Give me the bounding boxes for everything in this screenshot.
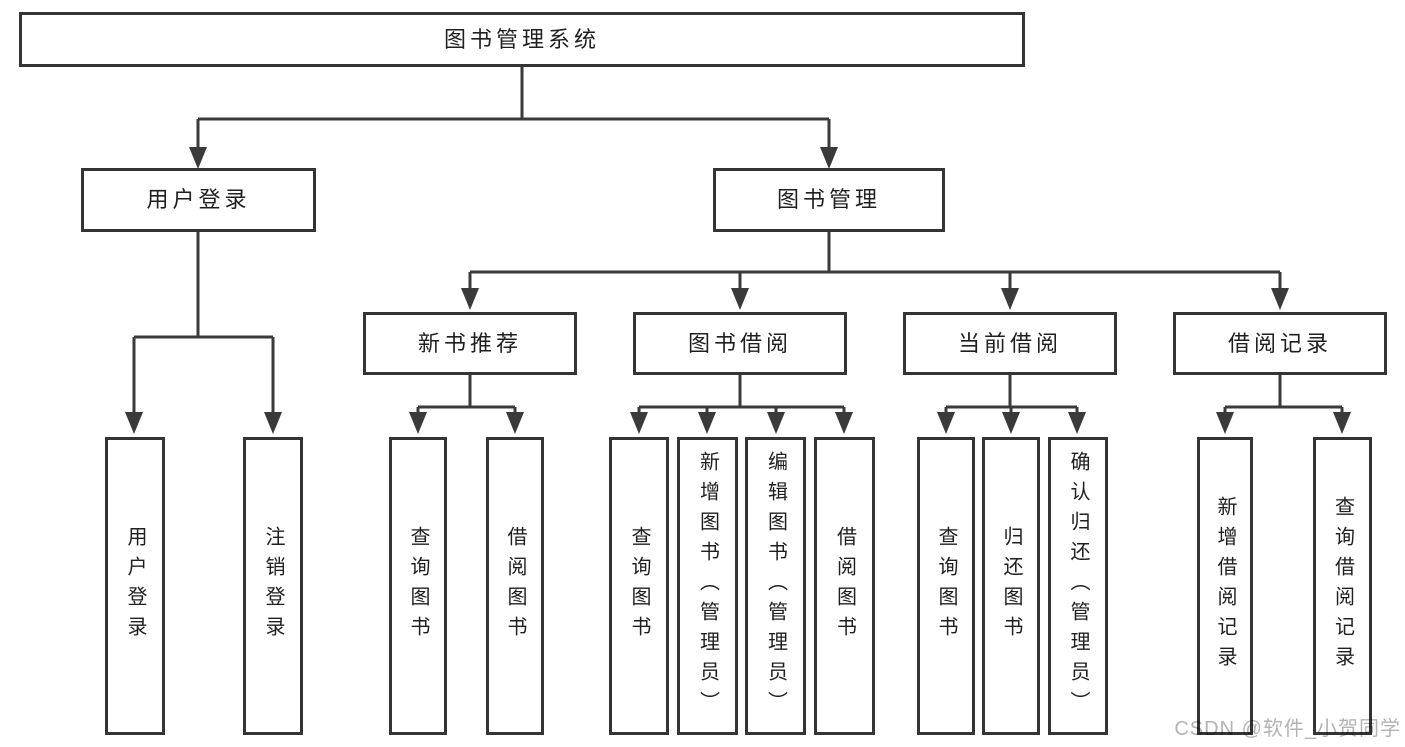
connector-current-borrowing-to-leaves bbox=[937, 375, 1086, 434]
leaf-query-books-borrowing: 查询图书 bbox=[609, 437, 669, 735]
leaf-borrow-books-recommend: 借阅图书 bbox=[486, 437, 544, 735]
node-book-borrowing: 图书借阅 bbox=[633, 312, 847, 375]
csdn-watermark: CSDN @软件_小贺同学 bbox=[1174, 718, 1401, 740]
leaf-query-borrow-record: 查询借阅记录 bbox=[1313, 437, 1372, 735]
leaf-query-books-recommend: 查询图书 bbox=[389, 437, 447, 735]
connector-new-book-recommend-to-leaves bbox=[409, 375, 524, 434]
leaf-confirm-return-admin: 确认归还（管理员） bbox=[1048, 437, 1108, 735]
leaf-borrow-books-borrowing: 借阅图书 bbox=[814, 437, 875, 735]
leaf-edit-book-admin: 编辑图书（管理员） bbox=[745, 437, 806, 735]
node-root-library-system: 图书管理系统 bbox=[19, 12, 1025, 67]
connector-book-borrowing-to-leaves bbox=[630, 375, 853, 434]
leaf-return-books: 归还图书 bbox=[982, 437, 1040, 735]
node-borrow-records: 借阅记录 bbox=[1173, 312, 1387, 375]
node-new-book-recommend: 新书推荐 bbox=[363, 312, 577, 375]
leaf-query-books-current: 查询图书 bbox=[917, 437, 975, 735]
leaf-add-book-admin: 新增图书（管理员） bbox=[677, 437, 738, 735]
node-book-management: 图书管理 bbox=[713, 168, 945, 232]
connector-user-login-to-leaves bbox=[125, 232, 282, 434]
leaf-user-login: 用户登录 bbox=[105, 437, 165, 735]
connector-borrow-records-to-leaves bbox=[1216, 375, 1351, 434]
connector-root-to-level1 bbox=[189, 67, 838, 169]
leaf-logout: 注销登录 bbox=[243, 437, 303, 735]
node-current-borrowing: 当前借阅 bbox=[903, 312, 1117, 375]
node-user-login: 用户登录 bbox=[81, 168, 316, 232]
connector-book-management-to-level2 bbox=[461, 232, 1289, 310]
leaf-add-borrow-record: 新增借阅记录 bbox=[1197, 437, 1253, 735]
